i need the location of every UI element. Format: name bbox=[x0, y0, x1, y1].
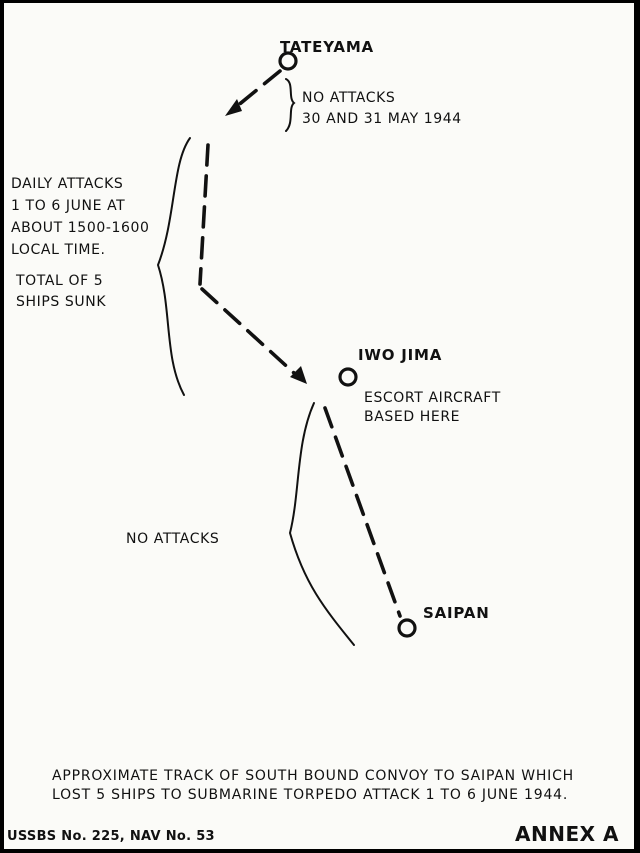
note-no-attacks-may: NO ATTACKS 30 AND 31 MAY 1944 bbox=[302, 88, 462, 130]
track-arrowhead-1 bbox=[225, 99, 242, 116]
brace-daily-attacks bbox=[156, 137, 191, 396]
label-tateyama: TATEYAMA bbox=[280, 38, 374, 56]
brace-no-attacks-may bbox=[285, 78, 296, 132]
note-no-attacks-south: NO ATTACKS bbox=[126, 531, 220, 547]
track-leg-south bbox=[198, 143, 210, 286]
label-saipan: SAIPAN bbox=[423, 604, 490, 622]
track-leg-to-iwo-jima bbox=[200, 287, 296, 375]
track-leg-tateyama-to-turn bbox=[234, 69, 282, 109]
note-total-sunk-line-2: SHIPS SUNK bbox=[16, 294, 107, 310]
note-no-attacks-may-line-1: NO ATTACKS bbox=[302, 90, 396, 106]
note-escort-aircraft-line-2: BASED HERE bbox=[364, 409, 461, 425]
caption-line-1: APPROXIMATE TRACK OF SOUTH BOUND CONVOY … bbox=[52, 768, 575, 784]
note-daily-attacks-line-2: 1 TO 6 JUNE AT bbox=[11, 198, 126, 214]
convoy-track bbox=[198, 69, 402, 618]
note-daily-attacks: DAILY ATTACKS 1 TO 6 JUNE AT ABOUT 1500-… bbox=[11, 173, 150, 261]
map-sheet: TATEYAMA IWO JIMA SAIPAN NO ATTACKS 30 A… bbox=[4, 3, 634, 849]
tateyama-marker bbox=[278, 51, 298, 71]
convoy-track-map bbox=[156, 51, 417, 646]
brace-no-attacks-south bbox=[288, 402, 355, 646]
note-total-sunk: TOTAL OF 5 SHIPS SUNK bbox=[16, 271, 106, 313]
note-total-sunk-line-1: TOTAL OF 5 bbox=[16, 273, 104, 289]
footer-reference: USSBS No. 225, NAV No. 53 bbox=[7, 829, 215, 844]
track-leg-to-saipan bbox=[323, 406, 402, 618]
note-daily-attacks-line-3: ABOUT 1500-1600 bbox=[11, 220, 150, 236]
braces bbox=[156, 78, 355, 646]
iwo-jima-marker bbox=[338, 367, 358, 387]
footer-annex: ANNEX A bbox=[515, 822, 619, 846]
label-iwo-jima: IWO JIMA bbox=[358, 346, 443, 364]
note-escort-aircraft: ESCORT AIRCRAFT BASED HERE bbox=[364, 389, 501, 427]
note-daily-attacks-line-1: DAILY ATTACKS bbox=[11, 176, 124, 192]
note-escort-aircraft-line-1: ESCORT AIRCRAFT bbox=[364, 390, 501, 406]
saipan-marker bbox=[397, 618, 417, 638]
note-no-attacks-may-line-2: 30 AND 31 MAY 1944 bbox=[302, 111, 462, 127]
track-arrowhead-2 bbox=[290, 366, 307, 384]
map-caption: APPROXIMATE TRACK OF SOUTH BOUND CONVOY … bbox=[52, 767, 574, 805]
note-daily-attacks-line-4: LOCAL TIME. bbox=[11, 242, 106, 258]
caption-line-2: LOST 5 SHIPS TO SUBMARINE TORPEDO ATTACK… bbox=[52, 787, 569, 803]
